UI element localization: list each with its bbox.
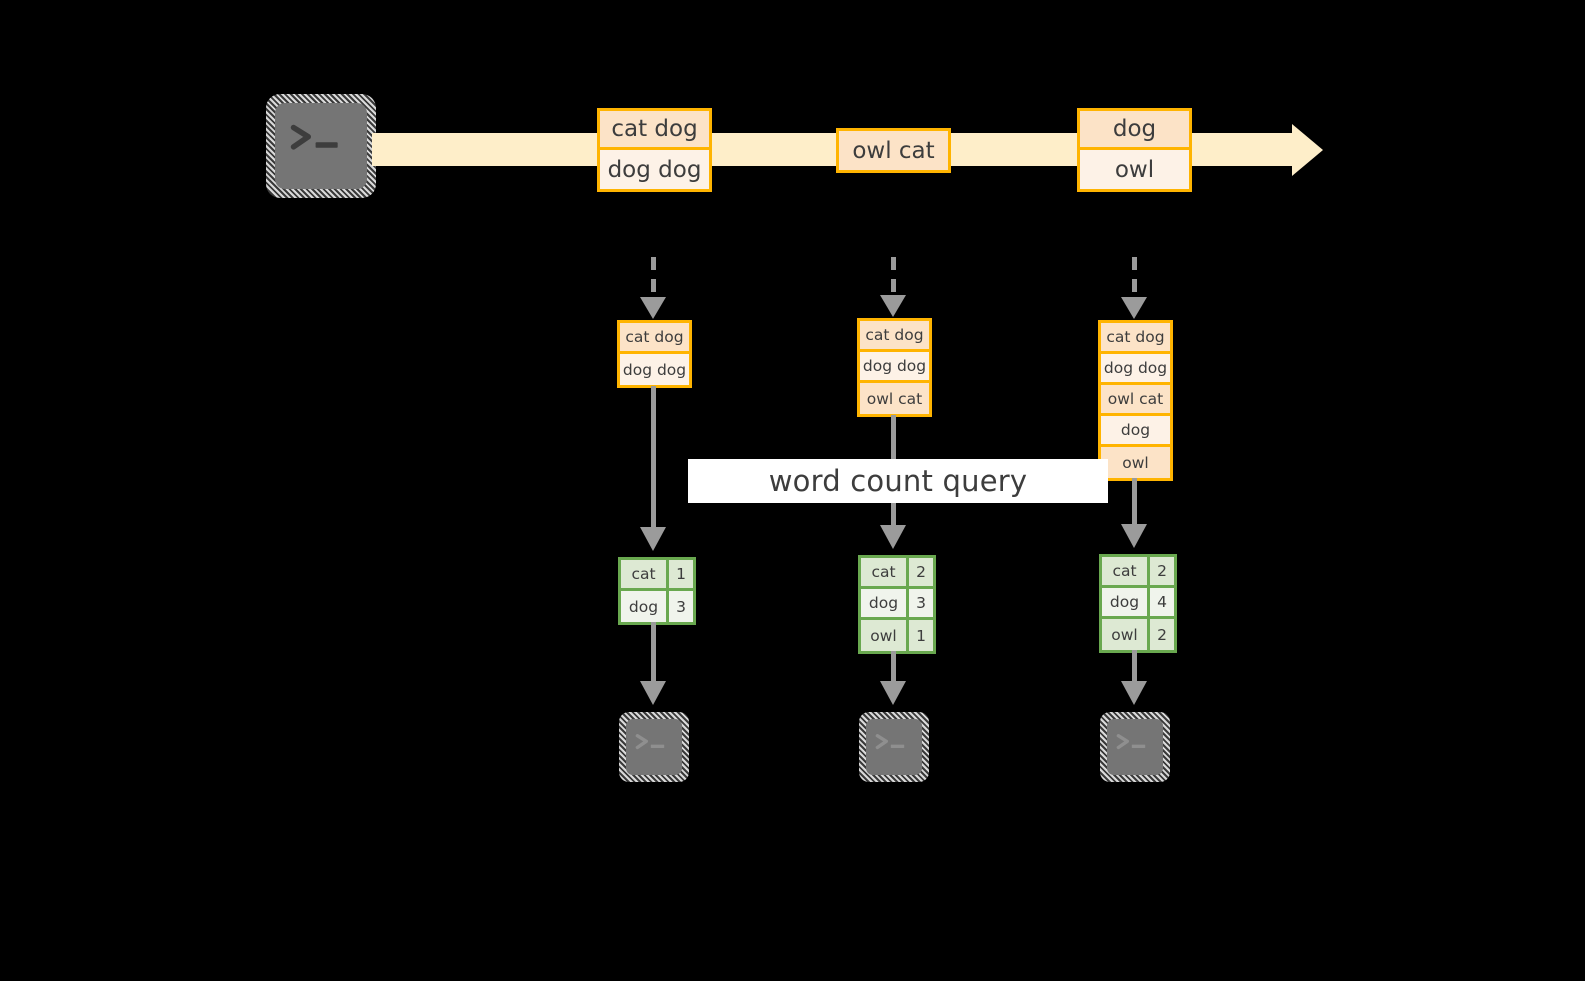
sink-terminal-icon-2 xyxy=(859,712,929,782)
result-count: 4 xyxy=(1150,588,1174,616)
result-count: 3 xyxy=(909,589,933,617)
query-connector-1 xyxy=(651,386,656,530)
result-word: cat xyxy=(861,558,909,586)
input-line: owl xyxy=(1101,447,1170,478)
arrow-head-icon xyxy=(880,681,906,705)
arrow-head-icon xyxy=(1121,524,1147,548)
stream-event-line: dog dog xyxy=(600,150,709,189)
event-stream-arrow-head xyxy=(1292,124,1323,176)
result-row: owl 1 xyxy=(861,620,933,651)
result-row: dog 4 xyxy=(1102,588,1174,619)
input-line: owl cat xyxy=(860,383,929,414)
shell-prompt-icon xyxy=(875,734,905,750)
input-line: owl cat xyxy=(1101,385,1170,416)
arrow-head-icon xyxy=(640,297,666,319)
arrow-head-icon xyxy=(640,527,666,551)
terminal-screen xyxy=(275,103,367,189)
stream-event-line: dog xyxy=(1080,111,1189,150)
result-row: cat 2 xyxy=(1102,557,1174,588)
stream-event-line: cat dog xyxy=(600,111,709,150)
snapshot-input-3: cat dog dog dog owl cat dog owl xyxy=(1098,320,1173,481)
result-word: dog xyxy=(861,589,909,617)
shell-prompt-icon xyxy=(1116,734,1146,750)
shell-prompt-icon xyxy=(290,125,338,151)
result-row: cat 1 xyxy=(621,560,693,591)
arrow-head-icon xyxy=(1121,297,1147,319)
input-line: dog dog xyxy=(860,352,929,383)
result-row: dog 3 xyxy=(861,589,933,620)
result-row: owl 2 xyxy=(1102,619,1174,650)
stream-event-2: owl cat xyxy=(836,128,951,173)
result-count: 2 xyxy=(909,558,933,586)
input-line: cat dog xyxy=(1101,323,1170,354)
result-word: owl xyxy=(861,620,909,651)
result-row: dog 3 xyxy=(621,591,693,622)
terminal-screen xyxy=(1107,719,1163,775)
snapshot-input-1: cat dog dog dog xyxy=(617,320,692,388)
terminal-screen xyxy=(866,719,922,775)
result-word: owl xyxy=(1102,619,1150,650)
result-count: 3 xyxy=(669,591,693,622)
snapshot-trigger-connector-3 xyxy=(1132,257,1137,301)
input-line: dog dog xyxy=(620,354,689,385)
result-row: cat 2 xyxy=(861,558,933,589)
snapshot-result-3: cat 2 dog 4 owl 2 xyxy=(1099,554,1177,653)
input-line: dog dog xyxy=(1101,354,1170,385)
stream-event-line: owl cat xyxy=(839,131,948,170)
result-count: 1 xyxy=(909,620,933,651)
sink-terminal-icon-3 xyxy=(1100,712,1170,782)
snapshot-trigger-connector-1 xyxy=(651,257,656,301)
result-word: cat xyxy=(621,560,669,588)
snapshot-result-1: cat 1 dog 3 xyxy=(618,557,696,625)
sink-connector-2 xyxy=(891,651,896,684)
arrow-head-icon xyxy=(640,681,666,705)
snapshot-trigger-connector-2 xyxy=(891,257,896,299)
arrow-head-icon xyxy=(880,295,906,317)
snapshot-result-2: cat 2 dog 3 owl 1 xyxy=(858,555,936,654)
input-line: dog xyxy=(1101,416,1170,447)
arrow-head-icon xyxy=(1121,681,1147,705)
result-count: 2 xyxy=(1150,557,1174,585)
result-count: 1 xyxy=(669,560,693,588)
query-label: word count query xyxy=(688,459,1108,503)
snapshot-input-2: cat dog dog dog owl cat xyxy=(857,318,932,417)
input-line: cat dog xyxy=(860,321,929,352)
terminal-screen xyxy=(626,719,682,775)
result-word: cat xyxy=(1102,557,1150,585)
input-line: cat dog xyxy=(620,323,689,354)
result-word: dog xyxy=(1102,588,1150,616)
stream-event-3: dog owl xyxy=(1077,108,1192,192)
result-word: dog xyxy=(621,591,669,622)
sink-connector-1 xyxy=(651,622,656,684)
arrow-head-icon xyxy=(880,525,906,549)
stream-event-line: owl xyxy=(1080,150,1189,189)
shell-prompt-icon xyxy=(635,734,665,750)
query-connector-3 xyxy=(1132,478,1137,528)
stream-event-1: cat dog dog dog xyxy=(597,108,712,192)
source-terminal-icon xyxy=(266,94,376,198)
result-count: 2 xyxy=(1150,619,1174,650)
sink-terminal-icon-1 xyxy=(619,712,689,782)
sink-connector-3 xyxy=(1132,650,1137,684)
